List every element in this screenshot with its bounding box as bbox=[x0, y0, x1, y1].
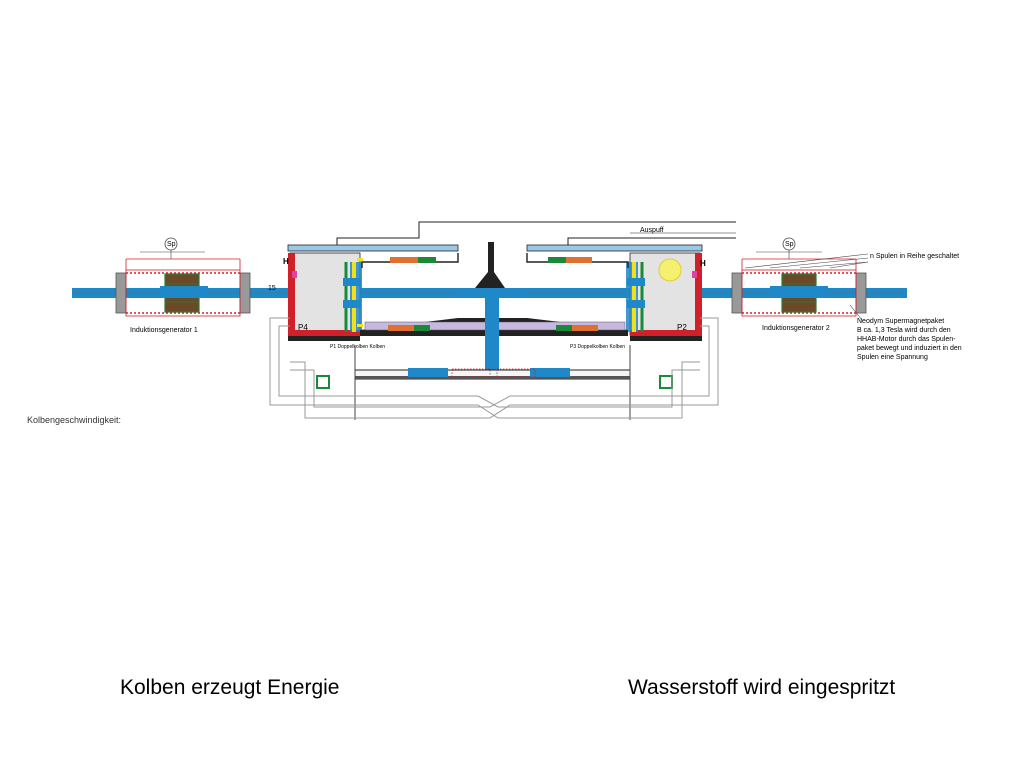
h-right-label: H bbox=[700, 259, 706, 268]
coils-series-label: n Spulen in Reihe geschaltet bbox=[870, 253, 959, 260]
central-cone bbox=[475, 242, 505, 288]
top-plate-left bbox=[287, 244, 459, 252]
number-15-label: 15 bbox=[268, 285, 276, 292]
h-left-label: H bbox=[283, 257, 289, 266]
piston-left-label: P1 Doppelkolben Kolben bbox=[330, 344, 385, 350]
caption-hydrogen-injected: Wasserstoff wird eingespritzt bbox=[628, 676, 896, 699]
hydrogen-flame bbox=[658, 258, 682, 282]
generator-2-label: Induktionsgenerator 2 bbox=[762, 325, 830, 332]
p2-label: P2 bbox=[677, 323, 687, 332]
exhaust bbox=[336, 221, 736, 245]
svg-text:HHAB-Motor durch das Spulen-: HHAB-Motor durch das Spulen- bbox=[857, 336, 956, 343]
svg-text:Spulen eine Spannung: Spulen eine Spannung bbox=[857, 354, 928, 361]
cylinder-left bbox=[288, 252, 363, 341]
generator-1-label: Induktionsgenerator 1 bbox=[130, 327, 198, 334]
voltmeter-label-1: Sp bbox=[167, 241, 176, 248]
svg-text:B ca. 1,3 Tesla wird durch den: B ca. 1,3 Tesla wird durch den bbox=[857, 327, 951, 334]
p4-label: P4 bbox=[298, 323, 308, 332]
svg-text:paket bewegt und induziert in: paket bewegt und induziert in den bbox=[857, 345, 962, 352]
induction-generator-2: Sp bbox=[731, 237, 869, 321]
lower-chamber bbox=[354, 345, 631, 420]
caption-piston-energy: Kolben erzeugt Energie bbox=[120, 676, 340, 699]
piston-speed-label: Kolbengeschwindigkeit: bbox=[27, 415, 121, 425]
voltmeter-label-2: Sp bbox=[785, 241, 794, 248]
induction-generator-1: Sp bbox=[115, 237, 251, 317]
return-pipes bbox=[269, 317, 719, 419]
piston-right-label: P3 Doppelkolben Kolben bbox=[570, 344, 625, 350]
cylinder-right bbox=[626, 252, 702, 341]
svg-text:Neodym Supermagnetpaket: Neodym Supermagnetpaket bbox=[857, 318, 944, 325]
vertical-shaft bbox=[485, 298, 499, 370]
magnet-note: Neodym Supermagnetpaket B ca. 1,3 Tesla … bbox=[857, 318, 962, 361]
auspuff-label: Auspuff bbox=[640, 227, 664, 234]
top-plate-right bbox=[526, 244, 703, 252]
